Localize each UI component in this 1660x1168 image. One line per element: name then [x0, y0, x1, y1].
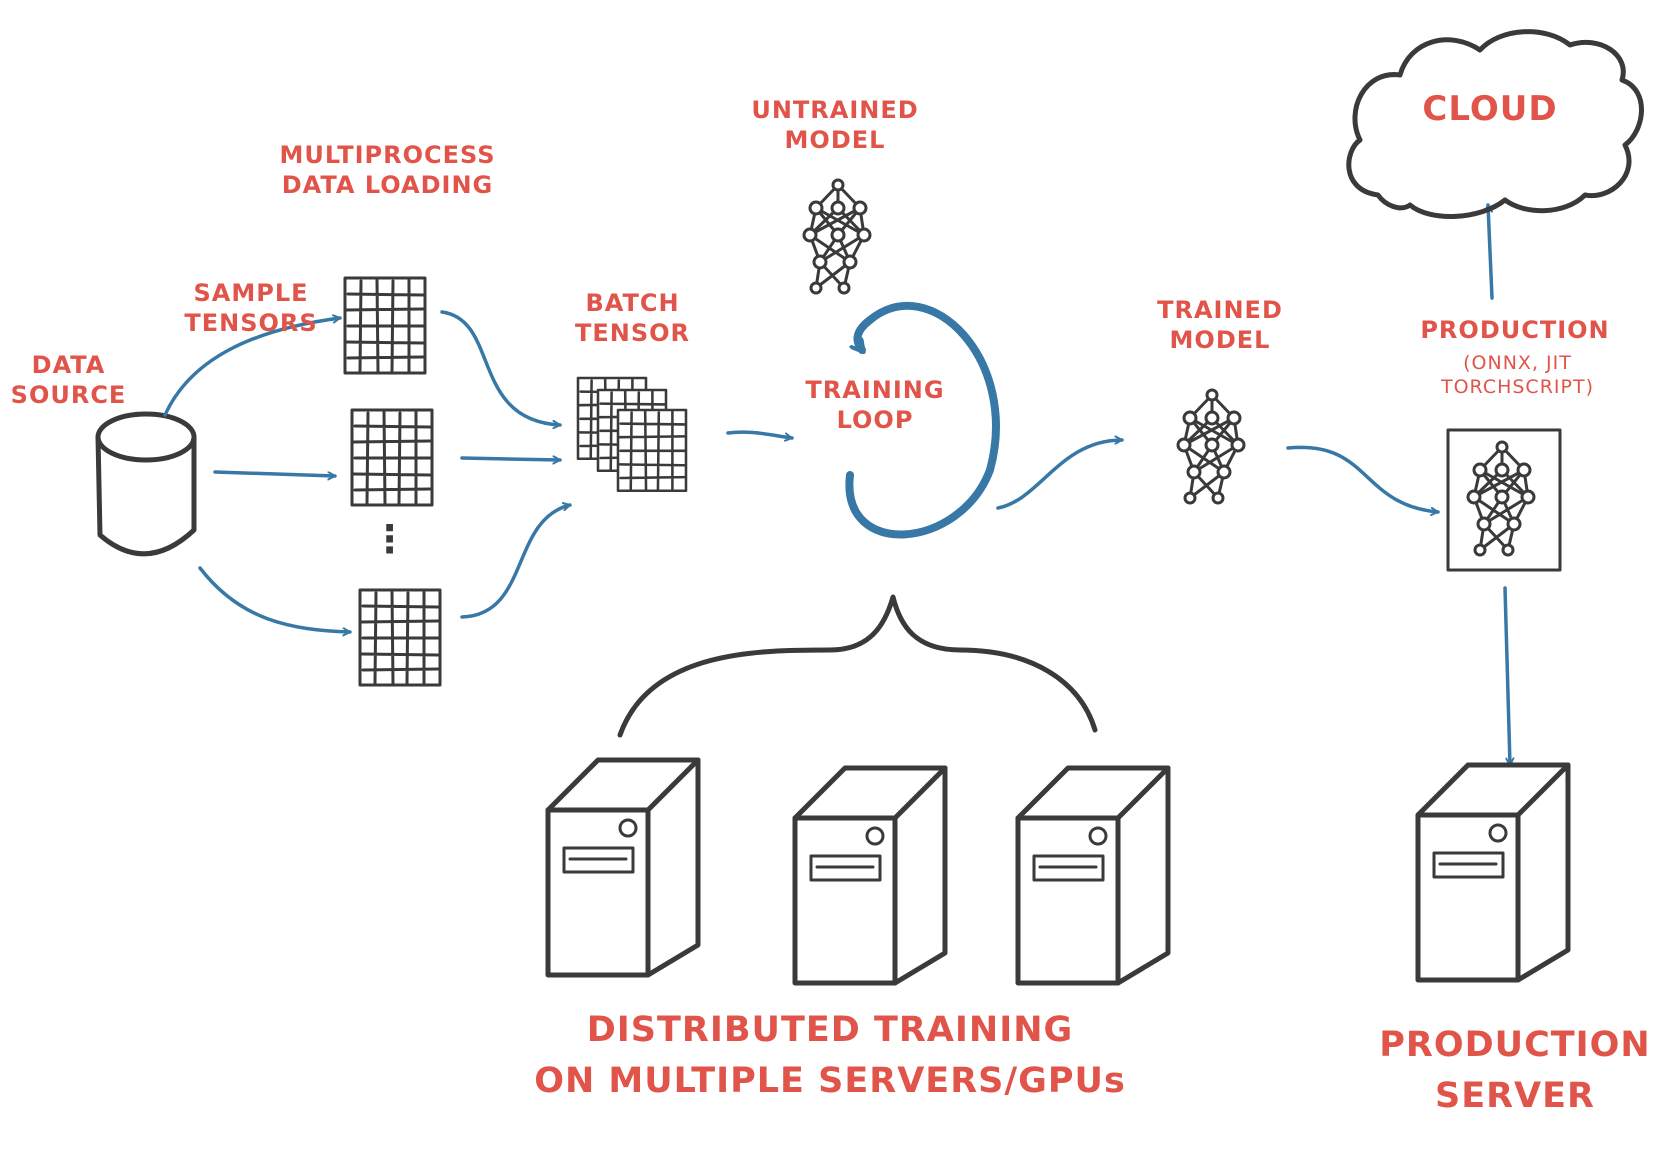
flow-arrow: [1503, 586, 1510, 767]
label-distributed-training: DISTRIBUTED TRAINING ON MULTIPLE SERVERS…: [534, 1010, 1126, 1101]
ellipsis-dots: ⋮: [370, 517, 410, 561]
flow-arrow: [1488, 203, 1494, 300]
neural-network-icon: [1176, 388, 1246, 505]
flow-arrow: [460, 505, 572, 619]
label-production-server: PRODUCTION SERVER: [1379, 1025, 1651, 1116]
flow-arrow: [460, 458, 562, 460]
flow-arrow: [163, 318, 342, 417]
tensor-grid-icon: [616, 408, 688, 493]
flow-arrow: [726, 430, 794, 438]
loop-arrow-icon: [845, 302, 1000, 539]
label-data-source: DATA SOURCE: [10, 351, 127, 409]
server-icon: [548, 760, 698, 975]
neural-network-icon: [802, 178, 872, 295]
label-trained-model: TRAINED MODEL: [1157, 296, 1283, 354]
flow-arrow: [198, 566, 352, 632]
brace-icon: [617, 594, 1098, 738]
label-production-formats: (ONNX, JIT TORCHSCRIPT): [1441, 352, 1594, 398]
cloud-icon: [1346, 29, 1644, 219]
flow-arrow: [1286, 445, 1440, 512]
label-cloud: CLOUD: [1422, 89, 1558, 129]
tensor-grid-icon: [343, 276, 427, 375]
server-icon: [1018, 768, 1168, 983]
database-icon: [95, 411, 197, 557]
flow-arrow: [996, 440, 1124, 510]
label-batch-tensor: BATCH TENSOR: [574, 289, 691, 347]
flow-arrow: [440, 310, 562, 425]
label-training-loop: TRAINING LOOP: [805, 376, 945, 434]
tensor-grid-icon: [358, 588, 442, 687]
label-untrained-model: UNTRAINED MODEL: [751, 96, 919, 154]
flow-arrow: [213, 470, 337, 476]
label-production: PRODUCTION: [1420, 316, 1610, 344]
server-icon: [795, 768, 945, 983]
label-sample-tensors: SAMPLE TENSORS: [184, 279, 318, 337]
server-icon: [1418, 765, 1568, 980]
label-multiprocess-data-loading: MULTIPROCESS DATA LOADING: [279, 141, 496, 199]
tensor-grid-icon: [350, 408, 434, 507]
neural-network-icon: [1446, 428, 1562, 572]
